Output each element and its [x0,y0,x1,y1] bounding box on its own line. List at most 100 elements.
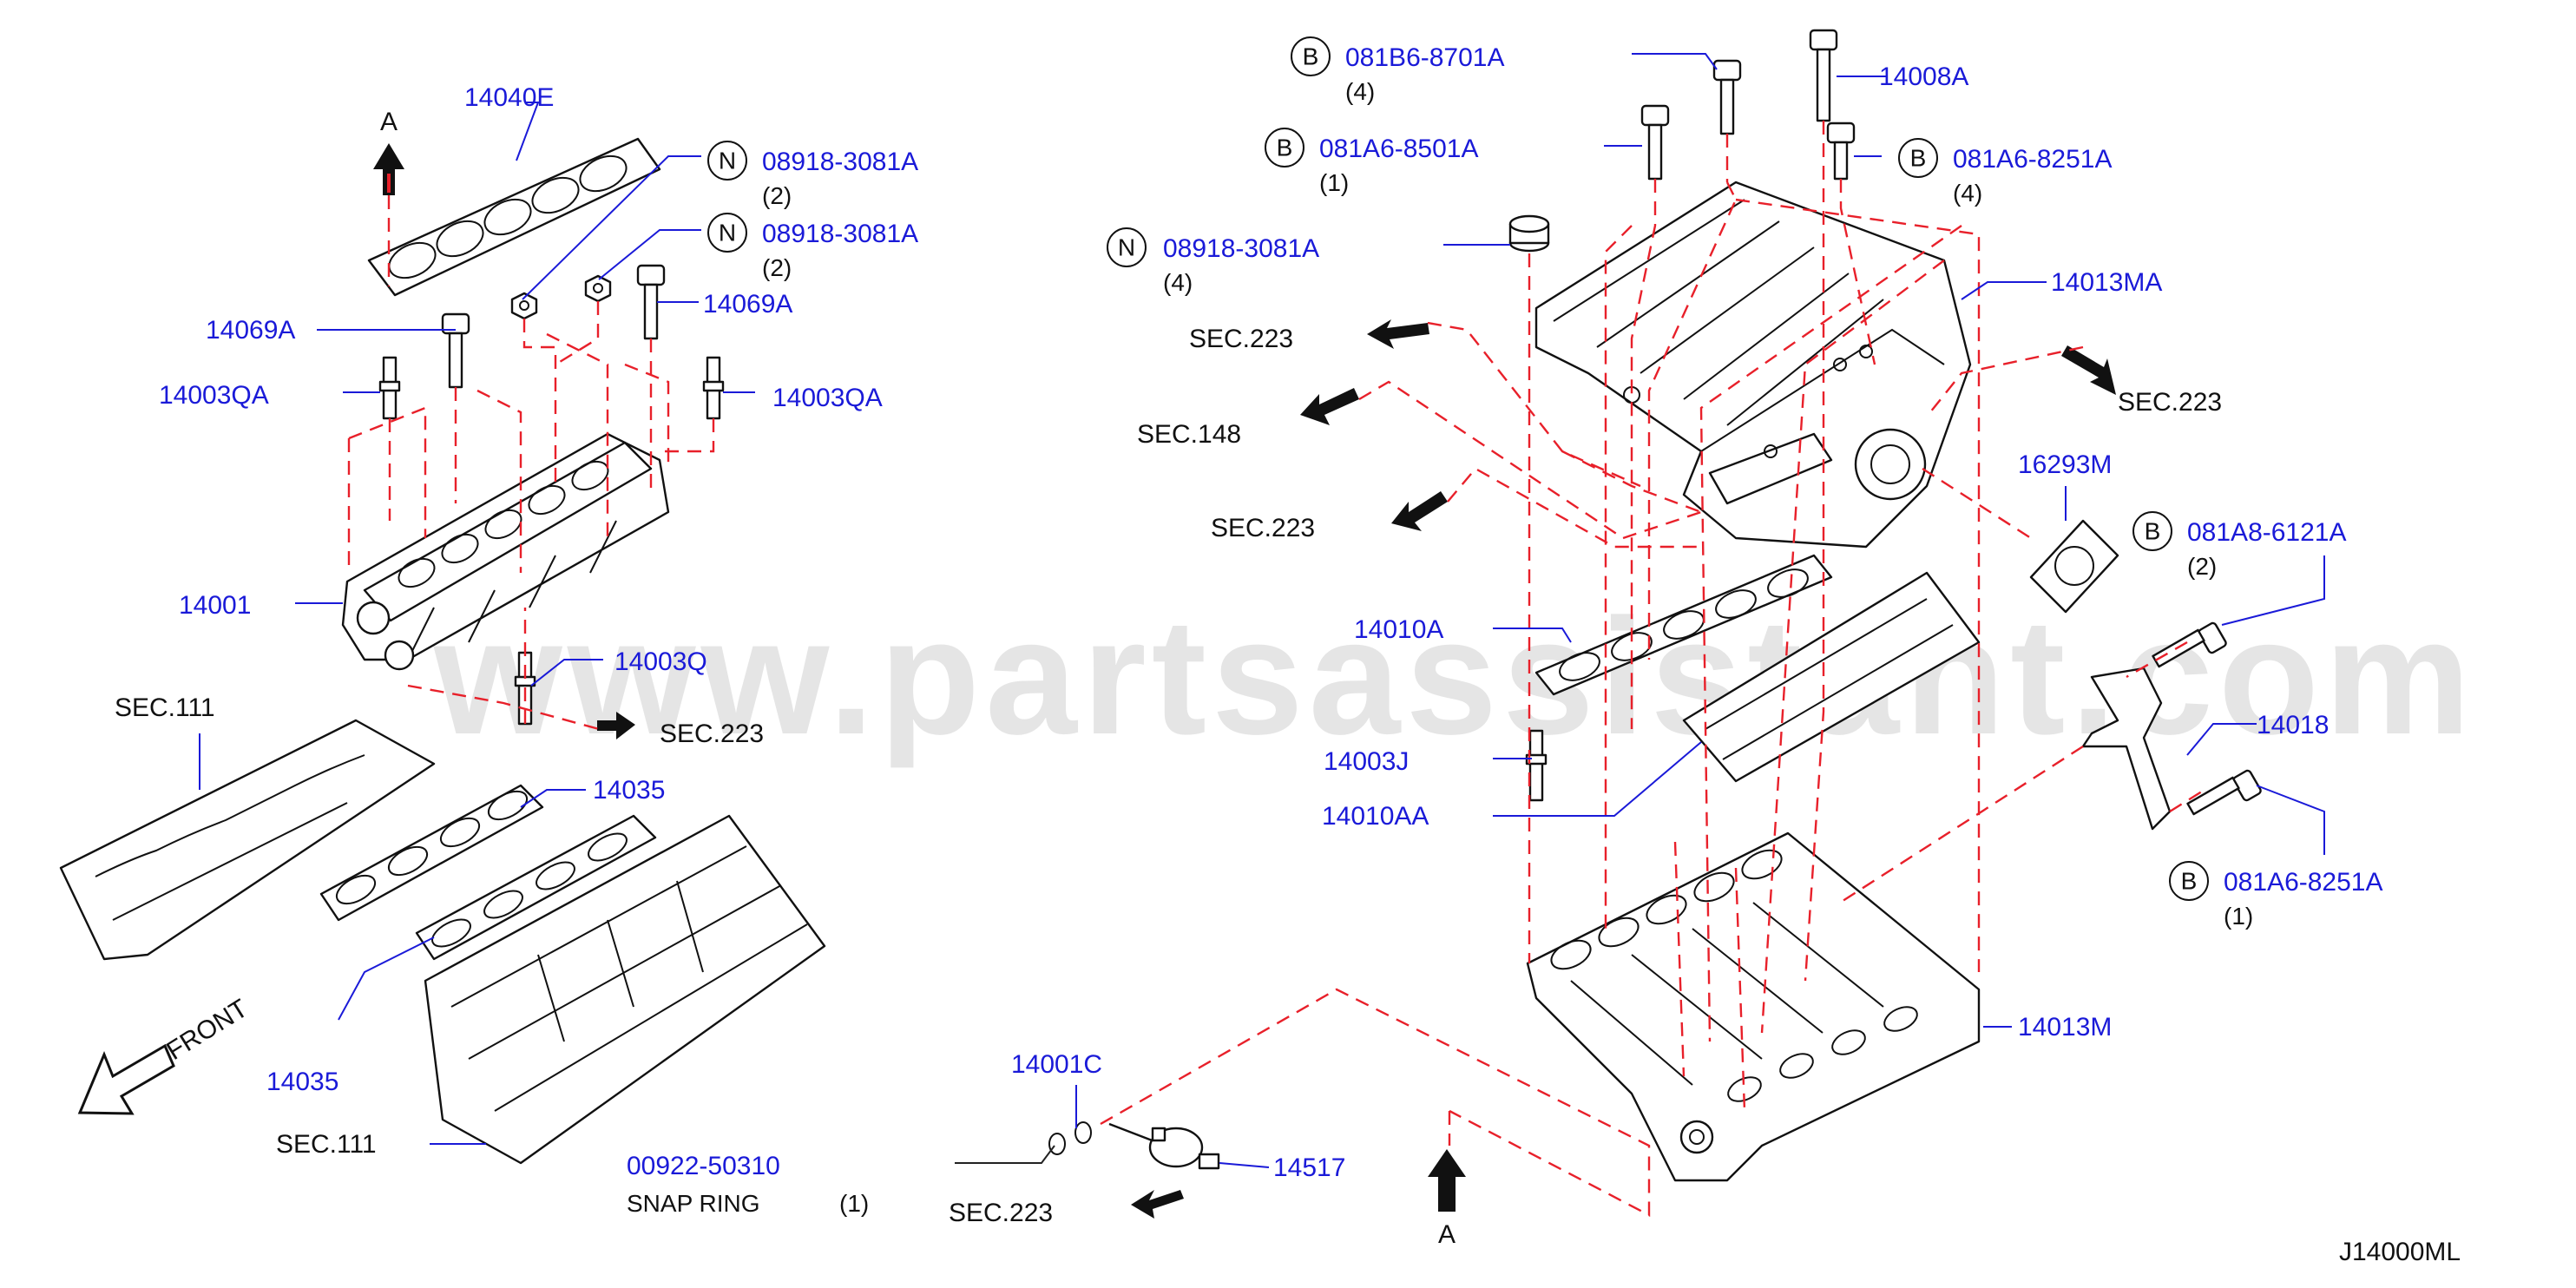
valve-14517 [1108,1122,1220,1170]
arrow-sec223-bottom-icon [1131,1190,1184,1219]
label-b-081a6-8501a[interactable]: 081A6-8501A [1319,135,1479,163]
svg-text:B: B [1277,135,1293,161]
badge-b-3: B [1898,138,1938,178]
label-n-08918-3081a-1[interactable]: 08918-3081A [762,148,918,176]
leaders-left [199,102,755,1145]
arrow-sec223-b-icon [1391,491,1448,531]
nut-right [584,274,612,303]
stud-14003j [1525,729,1548,802]
cylinder-head-sec111-bottom [424,814,826,1165]
label-14010aa[interactable]: 14010AA [1322,802,1429,831]
spacer-08918-3081a [1508,214,1550,253]
label-14010a[interactable]: 14010A [1354,615,1443,644]
arrow-a-bottom-icon [1428,1149,1466,1212]
label-sec223-right[interactable]: SEC.223 [2118,388,2222,417]
intake-collector-14001 [341,432,670,671]
label-b-081a6-8251a-top[interactable]: 081A6-8251A [1953,145,2113,174]
label-14069a-left[interactable]: 14069A [206,316,295,345]
snap-ring-label: SNAP RING [627,1190,760,1217]
svg-text:N: N [719,220,736,246]
label-b-081a6-8251a-bottom[interactable]: 081A6-8251A [2224,868,2383,897]
arrow-a-top-icon [373,143,404,195]
arrow-sec223-right-icon [2061,345,2116,395]
svg-text:N: N [1118,234,1135,261]
qty-b-1: (4) [1345,78,1375,105]
badge-n-2: N [707,213,747,253]
badge-b-2: B [1265,128,1304,168]
label-00922-50310[interactable]: 00922-50310 [627,1152,780,1180]
label-b-081b6-8701a[interactable]: 081B6-8701A [1345,43,1505,72]
qty-n-1: (2) [762,182,792,209]
diagram-code: J14000ML [2339,1238,2461,1266]
dashed-guides-bottom [1100,988,1651,1217]
label-14013m[interactable]: 14013M [2018,1013,2112,1042]
label-14517[interactable]: 14517 [1273,1153,1345,1182]
label-16293m[interactable]: 16293M [2018,450,2112,479]
label-14008a[interactable]: 14008A [1879,62,1968,91]
bracket-14018 [2081,667,2172,831]
svg-text:N: N [719,148,736,174]
snap-ring-part [1048,1121,1092,1155]
stud-14003qa-left [378,356,401,420]
bolt-081a6-8251a-bottom [2186,769,2262,816]
label-sec111-top[interactable]: SEC.111 [115,693,215,722]
gasket-14010a [1534,554,1833,696]
qty-b-5: (1) [2224,903,2253,930]
front-label: FRONT [161,994,253,1066]
label-14013ma[interactable]: 14013MA [2051,268,2162,297]
front-arrow-icon [77,1043,175,1115]
label-14035-bottom[interactable]: 14035 [266,1068,338,1096]
label-14018[interactable]: 14018 [2257,711,2329,739]
label-14003qa-left[interactable]: 14003QA [159,381,269,410]
label-sec223-b[interactable]: SEC.223 [1211,514,1315,542]
gasket-14035-bottom [415,814,657,961]
label-14040e[interactable]: 14040E [464,83,554,112]
arrow-a-bottom-label: A [1438,1220,1456,1249]
label-sec223-left[interactable]: SEC.223 [660,720,764,748]
label-14001c[interactable]: 14001C [1011,1050,1102,1079]
badge-b-1: B [1291,36,1331,76]
label-sec111-bottom[interactable]: SEC.111 [276,1130,377,1159]
svg-text:B: B [1303,43,1319,70]
badge-b-4: B [2132,511,2172,551]
lower-manifold-14013m [1526,831,1981,1182]
bolt-081a6-8501a [1640,104,1670,181]
snap-ring-qty: (1) [839,1190,869,1217]
bolt-14008a [1809,29,1838,122]
gasket-14040e [367,137,661,297]
badge-n-3: N [1107,227,1147,267]
leaders-right [1443,53,2325,1028]
leaders-bottom-center [955,1085,1270,1168]
badge-b-5: B [2169,861,2209,901]
label-n-08918-3081a-2[interactable]: 08918-3081A [762,220,918,248]
label-14001[interactable]: 14001 [179,591,251,620]
svg-text:B: B [2145,518,2161,545]
bolt-14069a-right [636,264,666,340]
gasket-16293m [2029,519,2119,614]
label-b-081a8-6121a[interactable]: 081A8-6121A [2187,518,2347,547]
gasket-14010aa [1682,571,1981,783]
label-14069a-right[interactable]: 14069A [703,290,792,319]
arrow-sec223-a-icon [1367,319,1429,349]
cylinder-head-sec111-top [59,719,436,961]
qty-b-3: (4) [1953,180,1982,207]
gasket-14035-top [319,784,544,922]
label-sec223-bottom[interactable]: SEC.223 [949,1199,1053,1227]
label-14003qa-right[interactable]: 14003QA [772,384,883,412]
arrow-a-top-label: A [380,108,398,136]
label-14003q[interactable]: 14003Q [614,647,707,676]
nut-left [510,292,538,320]
dashed-guides-left [347,195,715,731]
qty-n-2: (2) [762,254,792,281]
label-sec148[interactable]: SEC.148 [1137,420,1241,449]
dashed-guides-right [1358,121,2205,1112]
label-14003j[interactable]: 14003J [1324,747,1409,776]
stud-14003qa-right [702,356,725,420]
qty-n-3: (4) [1163,269,1193,296]
label-14035-top[interactable]: 14035 [593,776,665,805]
svg-text:B: B [2181,868,2198,895]
label-n-08918-3081a-3[interactable]: 08918-3081A [1163,234,1319,263]
label-sec223-a[interactable]: SEC.223 [1189,325,1293,353]
bolt-081b6-8701a [1712,59,1742,135]
